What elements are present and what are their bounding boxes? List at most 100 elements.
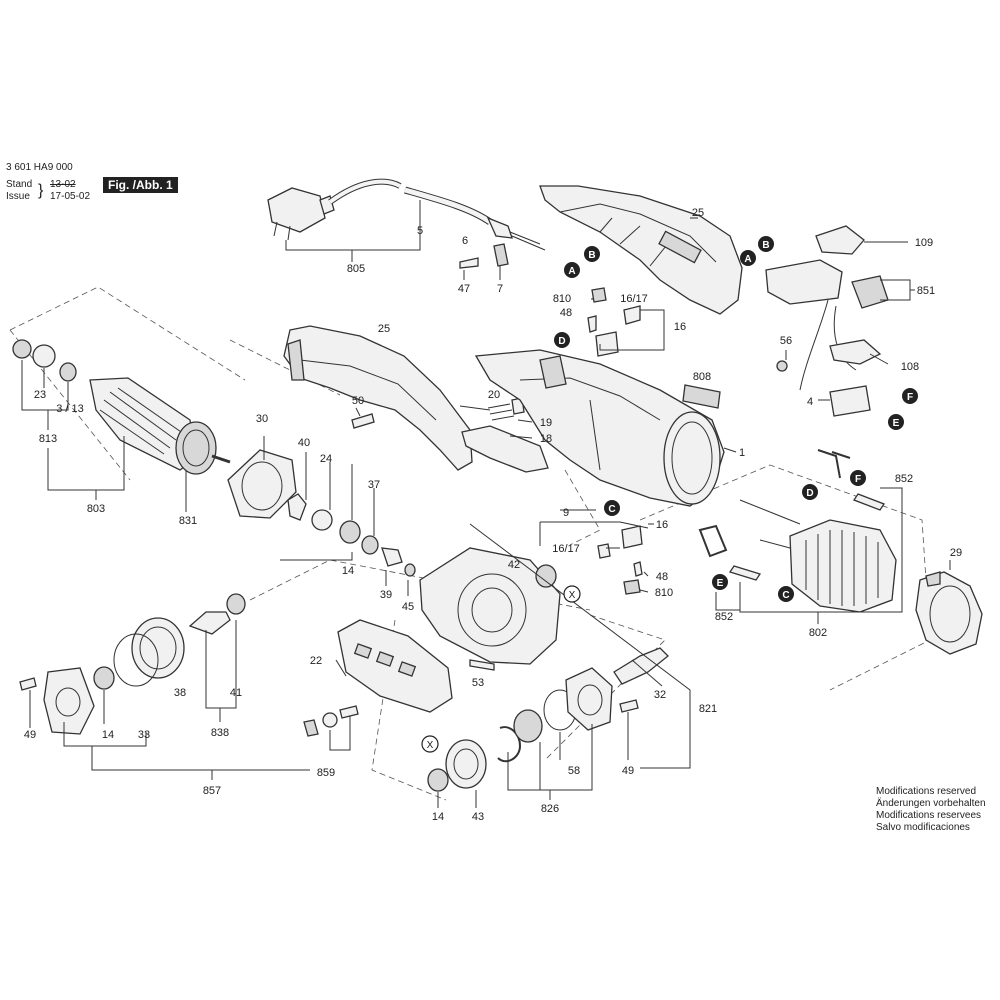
marker-b-top: B: [584, 246, 600, 262]
label-33: 33: [138, 729, 150, 741]
snap-ring: [497, 726, 522, 763]
marker-a-top: A: [564, 262, 580, 278]
label-24: 24: [320, 453, 332, 465]
label-18: 18: [540, 433, 552, 445]
part-number: 3 601 HA9 000: [6, 162, 73, 173]
label-53: 53: [472, 677, 484, 689]
marker-a-right: A: [740, 250, 756, 266]
label-25-upper: 25: [692, 207, 704, 219]
gear-housing: [419, 547, 561, 665]
spindle-32: [613, 647, 669, 685]
label-810-mid: 810: [655, 587, 673, 599]
label-49-right: 49: [622, 765, 634, 777]
label-7: 7: [497, 283, 503, 295]
label-14-lower: 14: [432, 811, 444, 823]
label-852-lower: 852: [715, 611, 733, 623]
svg-text:E: E: [893, 418, 900, 429]
label-23: 23: [34, 389, 46, 401]
label-3-13: 3 / 13: [56, 403, 84, 415]
bearing-14-b: [93, 666, 115, 690]
label-45: 45: [402, 601, 414, 613]
handle-housing-lower: [283, 325, 473, 471]
marker-d-mid: D: [802, 484, 818, 500]
dash-armature-left: [9, 329, 131, 481]
label-1: 1: [739, 447, 745, 459]
washer-14-c: [427, 768, 449, 792]
end-cover-29: [915, 571, 983, 655]
screw-48: [587, 315, 597, 333]
screw-53: [469, 659, 495, 671]
note-de: Änderungen vorbehalten: [876, 798, 986, 809]
label-6: 6: [462, 235, 468, 247]
clip-859: [303, 719, 319, 737]
label-29: 29: [950, 547, 962, 559]
pinion-39: [381, 547, 403, 567]
marker-c-mid: C: [604, 500, 620, 516]
carbon-brush-810: [591, 287, 607, 303]
svg-text:D: D: [558, 336, 565, 347]
label-37: 37: [368, 479, 380, 491]
screw-49-b: [619, 699, 639, 713]
figure-label: Fig. /Abb. 1: [103, 177, 178, 193]
needle-bearing-42: [535, 564, 557, 588]
issue-value: 17-05-02: [50, 191, 91, 202]
label-109: 109: [915, 237, 933, 249]
wire-loop: [698, 524, 728, 558]
svg-text:X: X: [427, 740, 434, 751]
label-16-top: 16: [674, 321, 686, 333]
label-32: 32: [654, 689, 666, 701]
label-859: 859: [317, 767, 335, 779]
label-16-mid: 16: [656, 519, 668, 531]
gear-43: [445, 739, 487, 789]
label-838: 838: [211, 727, 229, 739]
label-58: 58: [568, 765, 580, 777]
screw-56: [776, 360, 788, 372]
label-802: 802: [809, 627, 827, 639]
part-labels: 805 5 6 47 7 25 25 810 16/17 48 16 109 8…: [24, 207, 962, 823]
cord-sleeve: [486, 216, 513, 239]
screw-48-b: [633, 561, 643, 577]
label-16-17-top: 16/17: [620, 293, 648, 305]
dash-field-box: [639, 464, 931, 691]
note-en: Modifications reserved: [876, 786, 977, 797]
stand-label: Stand: [6, 179, 33, 190]
svg-text:F: F: [907, 392, 913, 403]
switch-cap-109: [815, 225, 865, 255]
air-guide-ring-30: [227, 449, 297, 519]
o-ring-33: [113, 633, 159, 687]
bearing-41: [226, 593, 246, 615]
svg-text:A: A: [744, 254, 751, 265]
marker-f-right: F: [902, 388, 918, 404]
label-47: 47: [458, 283, 470, 295]
spring-20: [487, 403, 515, 421]
marker-e-right: E: [888, 414, 904, 430]
screw-50: [351, 413, 375, 429]
field-wires: [739, 499, 801, 549]
svg-text:X: X: [569, 590, 576, 601]
label-851: 851: [917, 285, 935, 297]
label-22: 22: [310, 655, 322, 667]
dash-armature-box: [9, 286, 246, 381]
label-852-upper: 852: [895, 473, 913, 485]
label-813: 813: [39, 433, 57, 445]
svg-text:A: A: [568, 266, 575, 277]
marker-b-right: B: [758, 236, 774, 252]
label-19: 19: [540, 417, 552, 429]
capacitor-4: [829, 385, 871, 417]
bearing-ring: [12, 339, 32, 359]
switch-rod-18: [461, 425, 549, 473]
label-5: 5: [417, 225, 423, 237]
label-805: 805: [347, 263, 365, 275]
o-ring-24: [311, 509, 333, 531]
electronics-108: [829, 339, 882, 365]
svg-text:B: B: [762, 240, 769, 251]
modifications-note: Modifications reserved Änderungen vorbeh…: [876, 786, 986, 834]
dash-brush-box: [564, 469, 601, 546]
label-38: 38: [174, 687, 186, 699]
issue-label: Issue: [6, 191, 30, 202]
svg-text:D: D: [806, 488, 813, 499]
switch-851: [851, 275, 889, 309]
label-9: 9: [563, 507, 569, 519]
bearing-14: [339, 520, 361, 544]
